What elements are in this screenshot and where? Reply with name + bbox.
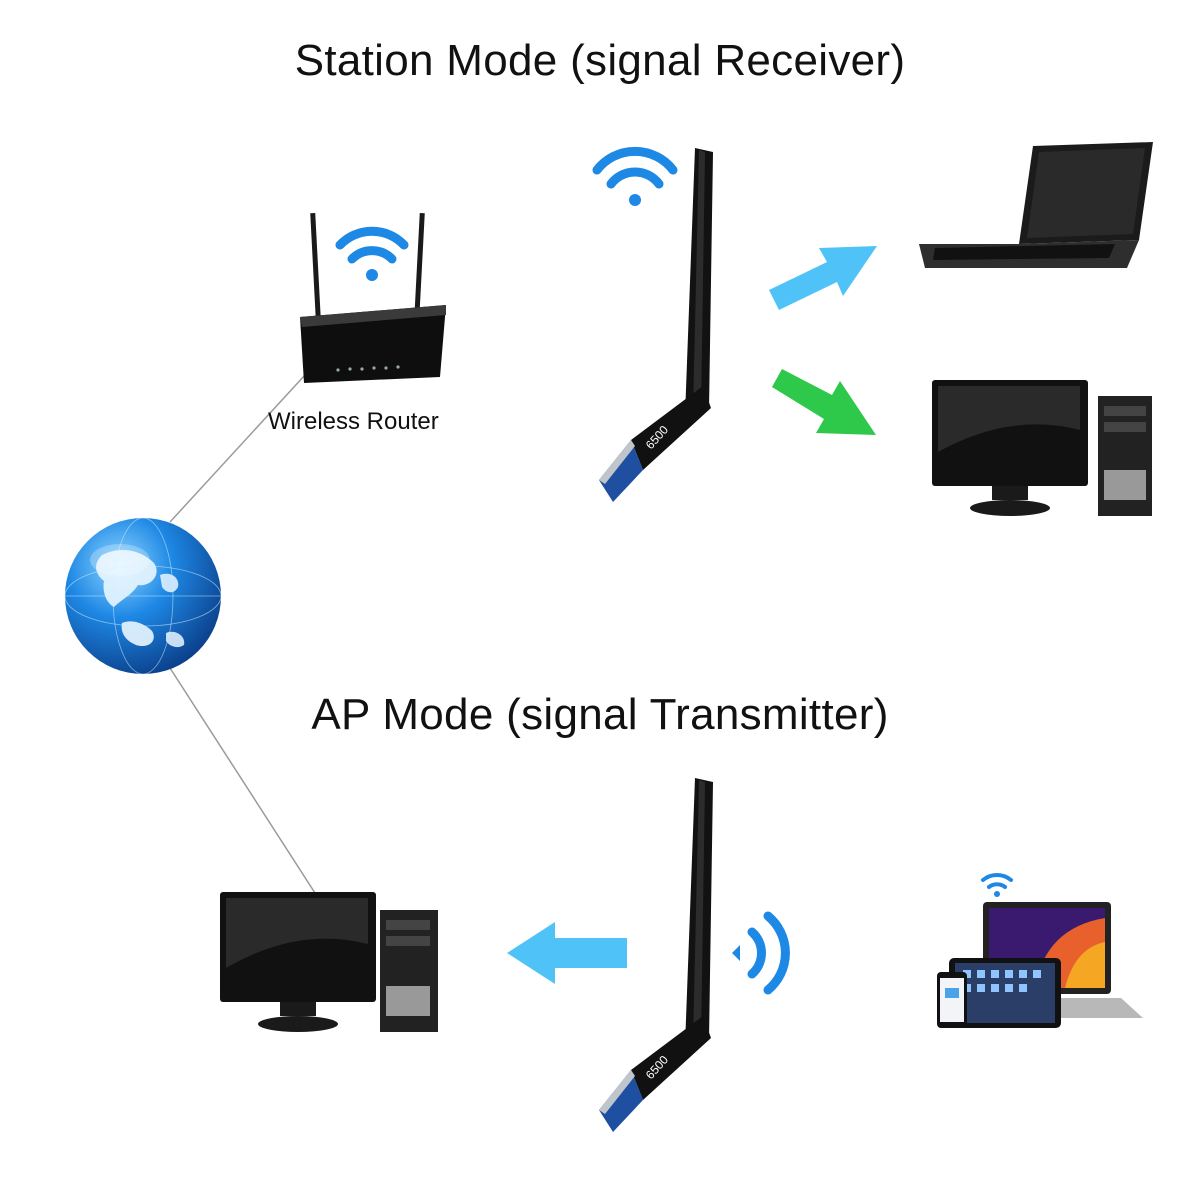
ap-mode-title: AP Mode (signal Transmitter): [311, 690, 889, 739]
usb-wifi-adapter-top: 6500: [592, 146, 713, 502]
globe-desktop-link: [169, 667, 316, 894]
wireless-router-label: Wireless Router: [268, 408, 439, 435]
wifi-icon: [732, 911, 790, 995]
station-mode-title: Station Mode (signal Receiver): [294, 36, 906, 85]
tablet-icon: [949, 958, 1061, 1028]
laptop-icon: [919, 142, 1153, 268]
green-arrow-down-right: [772, 369, 876, 435]
router-icon: [300, 212, 446, 383]
globe-router-link: [169, 374, 306, 523]
desktop-computer-icon: [932, 380, 1152, 516]
blue-arrow-left: [507, 922, 627, 984]
globe-icon: [64, 517, 222, 675]
blue-arrow-up-right: [769, 246, 877, 310]
usb-wifi-adapter-bottom: 6500: [599, 778, 713, 1132]
desktop-computer-icon-ap: [220, 892, 438, 1032]
laptop-tablet-phone-icon: [937, 872, 1143, 1028]
phone-icon: [937, 972, 967, 1028]
wifi-icon: [592, 146, 678, 206]
wifi-icon: [335, 226, 409, 281]
wifi-icon: [981, 872, 1013, 897]
